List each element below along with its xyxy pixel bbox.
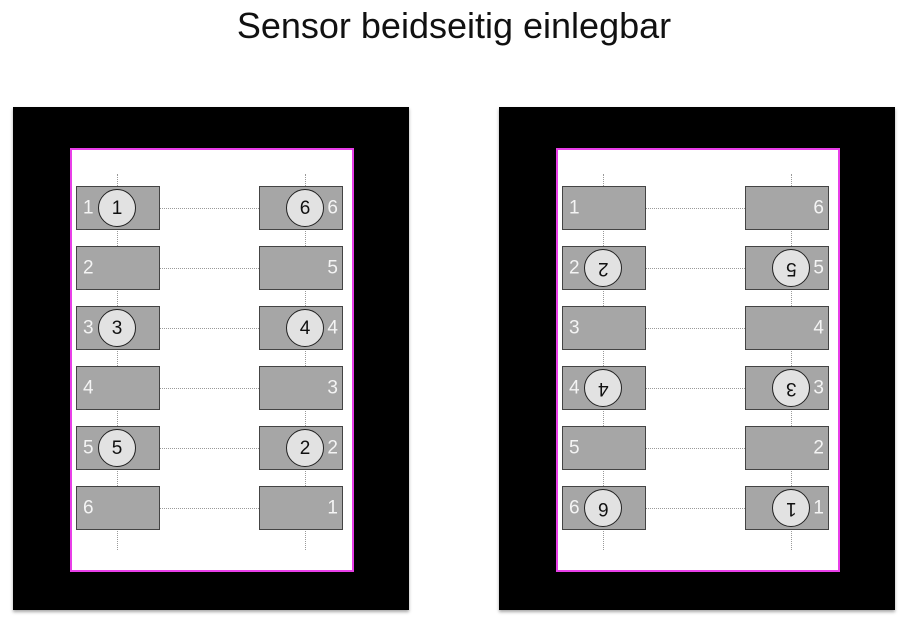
pad-number: 6 [83,497,94,519]
pad-number: 6 [327,197,338,219]
pad-number: 5 [569,437,580,459]
pad-number: 1 [569,197,580,219]
guide-line-horizontal [646,448,745,449]
contact-pin-right: 1 [772,489,810,527]
guide-line-horizontal [160,448,259,449]
guide-line-horizontal [160,388,259,389]
contact-pin-left: 6 [584,489,622,527]
contact-pad-left: 3 [562,306,646,350]
pad-number: 5 [83,437,94,459]
contact-pad-left: 2 [76,246,160,290]
guide-line-horizontal [646,268,745,269]
pad-number: 6 [569,497,580,519]
contact-pad-right: 6 [745,186,829,230]
pad-number: 1 [813,497,824,519]
pin-number: 6 [597,497,609,519]
contact-pin-right: 4 [286,309,324,347]
contact-pad-left: 1 [562,186,646,230]
guide-line-horizontal [160,208,259,209]
pad-number: 4 [83,377,94,399]
guide-line-horizontal [646,328,745,329]
pin-number: 6 [299,197,311,219]
pad-number: 1 [327,497,338,519]
page-title: Sensor beidseitig einlegbar [236,5,672,46]
contact-pad-right: 3 [259,366,343,410]
pin-number: 2 [299,437,311,459]
contact-pin-left: 4 [584,369,622,407]
contact-pin-left: 5 [98,429,136,467]
pin-number: 2 [597,257,609,279]
pad-number: 2 [569,257,580,279]
pin-number: 4 [299,317,311,339]
contact-pin-right: 5 [772,249,810,287]
contact-pad-right: 1 [259,486,343,530]
contact-pin-left: 1 [98,189,136,227]
pin-number: 5 [785,257,797,279]
contact-pin-left: 2 [584,249,622,287]
guide-line-horizontal [646,208,745,209]
pin-number: 4 [597,377,609,399]
pad-number: 6 [813,197,824,219]
contact-pin-right: 3 [772,369,810,407]
pad-number: 4 [813,317,824,339]
pad-number: 5 [813,257,824,279]
pad-number: 3 [327,377,338,399]
pad-number: 3 [569,317,580,339]
pad-number: 4 [327,317,338,339]
guide-line-horizontal [160,328,259,329]
contact-pin-right: 6 [286,189,324,227]
contact-pad-left: 5 [562,426,646,470]
contact-pad-right: 4 [745,306,829,350]
guide-line-horizontal [160,268,259,269]
pad-number: 3 [83,317,94,339]
pin-number: 1 [111,197,123,219]
guide-line-vertical-left [117,174,118,550]
pad-number: 5 [327,257,338,279]
contact-pad-left: 6 [76,486,160,530]
pad-number: 1 [83,197,94,219]
guide-line-vertical-left [603,174,604,550]
guide-line-vertical-right [305,174,306,550]
contact-pad-right: 5 [259,246,343,290]
contact-pad-left: 4 [76,366,160,410]
pad-number: 3 [813,377,824,399]
guide-line-horizontal [160,508,259,509]
guide-line-vertical-right [791,174,792,550]
contact-pin-right: 2 [286,429,324,467]
contact-pad-right: 2 [745,426,829,470]
pin-number: 3 [785,377,797,399]
contact-pin-left: 3 [98,309,136,347]
pad-number: 4 [569,377,580,399]
guide-line-horizontal [646,388,745,389]
pad-number: 2 [813,437,824,459]
pin-number: 3 [111,317,123,339]
pad-number: 2 [327,437,338,459]
pad-number: 2 [83,257,94,279]
pin-number: 5 [111,437,123,459]
guide-line-horizontal [646,508,745,509]
pin-number: 1 [785,497,797,519]
